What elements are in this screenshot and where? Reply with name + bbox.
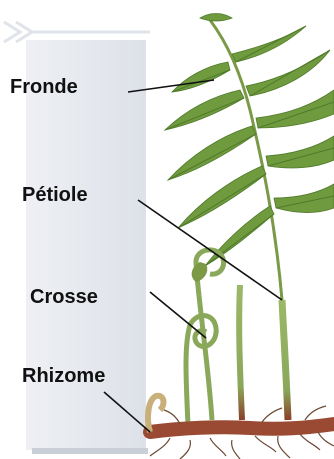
petiole-main <box>282 300 288 420</box>
label-petiole: Pétiole <box>22 185 88 205</box>
frond-leaves <box>165 14 334 267</box>
petiole-second <box>239 285 242 420</box>
label-rhizome: Rhizome <box>22 366 105 386</box>
rhizome <box>150 424 334 432</box>
panel-shadow <box>32 448 148 454</box>
double-chevron-right-icon <box>4 22 150 42</box>
label-fronde: Fronde <box>10 77 78 97</box>
label-crosse: Crosse <box>30 287 98 307</box>
background-panel <box>26 40 146 450</box>
